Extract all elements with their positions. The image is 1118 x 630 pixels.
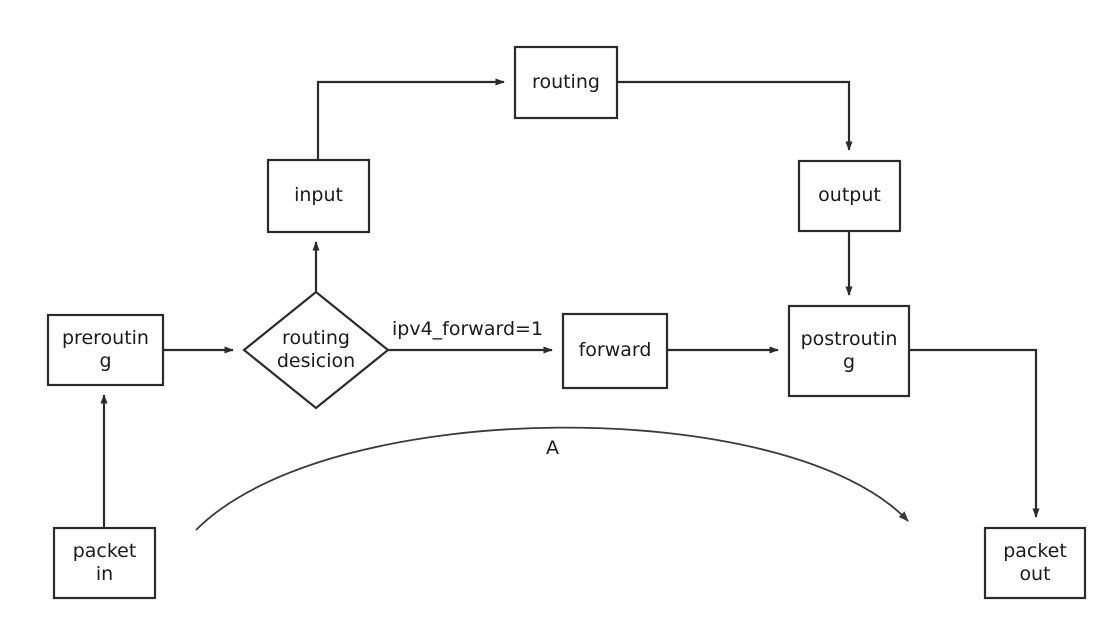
edge-label-arc-a: A — [546, 437, 559, 459]
edge-postrouting-to-packet-out — [909, 348, 1040, 518]
node-shape-input — [266, 158, 371, 234]
node-shape-prerouting — [46, 313, 165, 387]
edge-input-to-routing — [316, 78, 505, 160]
node-shape-postrouting — [787, 304, 911, 398]
node-shape-output — [797, 159, 902, 233]
node-shape-forward — [561, 312, 669, 390]
node-shape-routing-decision — [242, 290, 390, 410]
edge-routing-to-output — [617, 80, 853, 151]
edge-arc-a — [195, 426, 909, 531]
node-shape-packet-in — [52, 526, 157, 600]
edge-label-ipv4-forward: ipv4_forward=1 — [392, 318, 544, 340]
node-shape-packet-out — [983, 526, 1087, 600]
node-shape-routing — [513, 45, 619, 120]
